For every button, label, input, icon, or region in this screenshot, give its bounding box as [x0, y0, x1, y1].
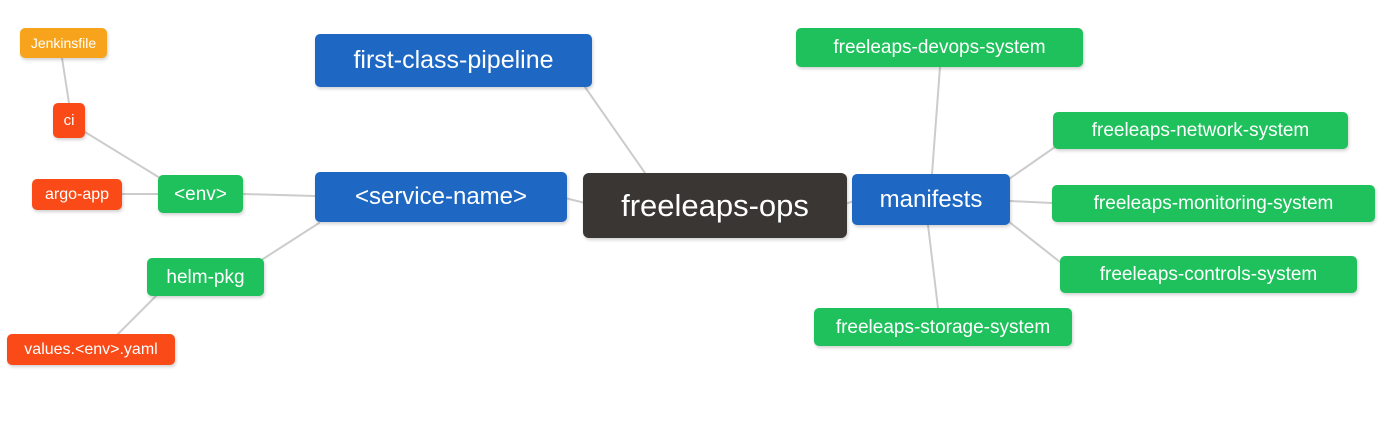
node-freeleaps-network-system[interactable]: freeleaps-network-system [1053, 112, 1348, 149]
edge-helmpkg-servicename [262, 222, 320, 260]
edge-servicename-root [564, 197, 586, 204]
node-service-name[interactable]: <service-name> [315, 172, 567, 222]
node-values-env-yaml[interactable]: values.<env>.yaml [7, 334, 175, 365]
edge-manifests-network [1008, 146, 1056, 180]
node-jenkinsfile[interactable]: Jenkinsfile [20, 28, 107, 58]
node-freeleaps-controls-system[interactable]: freeleaps-controls-system [1060, 256, 1357, 293]
node-argo-app[interactable]: argo-app [32, 179, 122, 210]
node-freeleaps-storage-system[interactable]: freeleaps-storage-system [814, 308, 1072, 346]
node-freeleaps-devops-system[interactable]: freeleaps-devops-system [796, 28, 1083, 67]
edge-manifests-controls [1007, 220, 1061, 263]
node-env[interactable]: <env> [158, 175, 243, 213]
edge-fcp-root [584, 86, 646, 174]
node-freeleaps-monitoring-system[interactable]: freeleaps-monitoring-system [1052, 185, 1375, 222]
node-ci[interactable]: ci [53, 103, 85, 138]
node-helm-pkg[interactable]: helm-pkg [147, 258, 264, 296]
edge-manifests-monitoring [1009, 200, 1053, 204]
edge-manifests-devops [931, 66, 941, 175]
edge-ci-env [84, 131, 161, 179]
edge-manifests-storage [927, 224, 939, 309]
node-freeleaps-ops-root[interactable]: freeleaps-ops [583, 173, 847, 238]
edge-values-helmpkg [117, 295, 157, 335]
edge-env-servicename [242, 193, 316, 197]
node-manifests[interactable]: manifests [852, 174, 1010, 225]
node-first-class-pipeline[interactable]: first-class-pipeline [315, 34, 592, 87]
edge-jenkinsfile-ci [61, 57, 70, 104]
